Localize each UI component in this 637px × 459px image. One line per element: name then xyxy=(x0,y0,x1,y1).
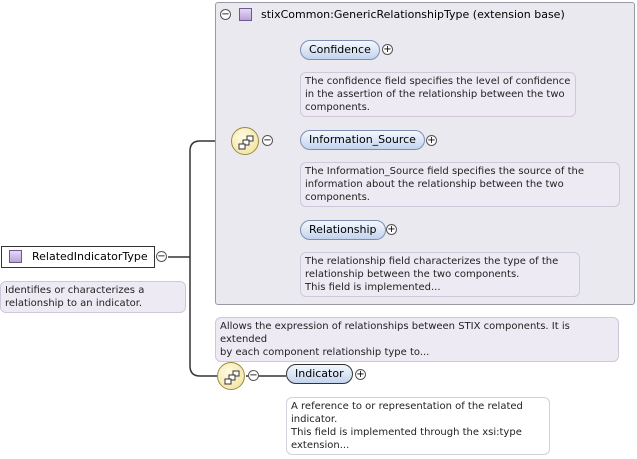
confidence-description: The confidence field specifies the level… xyxy=(300,72,576,117)
extension-type-icon xyxy=(239,8,252,21)
relationship-expand-button[interactable]: + xyxy=(386,224,397,235)
information-source-expand-button[interactable]: + xyxy=(426,135,437,146)
branch-to-sequence-top xyxy=(189,140,231,257)
sequence-icon xyxy=(224,370,240,385)
root-collapse-button[interactable]: − xyxy=(156,251,167,262)
element-indicator[interactable]: Indicator xyxy=(286,364,353,384)
extension-collapse-button[interactable]: − xyxy=(220,9,231,20)
sequence-compositor-top[interactable] xyxy=(231,127,259,155)
extension-title: stixCommon:GenericRelationshipType (exte… xyxy=(261,8,565,21)
sequence-bottom-collapse-button[interactable]: − xyxy=(248,370,259,381)
element-information-source[interactable]: Information_Source xyxy=(300,130,425,150)
root-type-icon xyxy=(9,250,22,263)
sequence-compositor-bottom[interactable] xyxy=(217,362,245,390)
root-type-label: RelatedIndicatorType xyxy=(32,250,148,263)
sequence-icon xyxy=(238,135,254,150)
element-relationship[interactable]: Relationship xyxy=(300,220,386,240)
indicator-description: A reference to or representation of the … xyxy=(286,397,550,455)
confidence-expand-button[interactable]: + xyxy=(382,44,393,55)
extension-description: Allows the expression of relationships b… xyxy=(215,317,619,362)
sequence-top-collapse-button[interactable]: − xyxy=(262,135,273,146)
element-confidence[interactable]: Confidence xyxy=(300,40,380,60)
root-description: Identifies or characterizes a relationsh… xyxy=(0,281,186,313)
relationship-description: The relationship field characterizes the… xyxy=(300,252,580,297)
indicator-expand-button[interactable]: + xyxy=(355,369,366,380)
branch-to-sequence-bottom xyxy=(189,257,217,377)
information-source-description: The Information_Source field specifies t… xyxy=(300,162,620,207)
root-type-box[interactable]: RelatedIndicatorType xyxy=(1,246,155,268)
